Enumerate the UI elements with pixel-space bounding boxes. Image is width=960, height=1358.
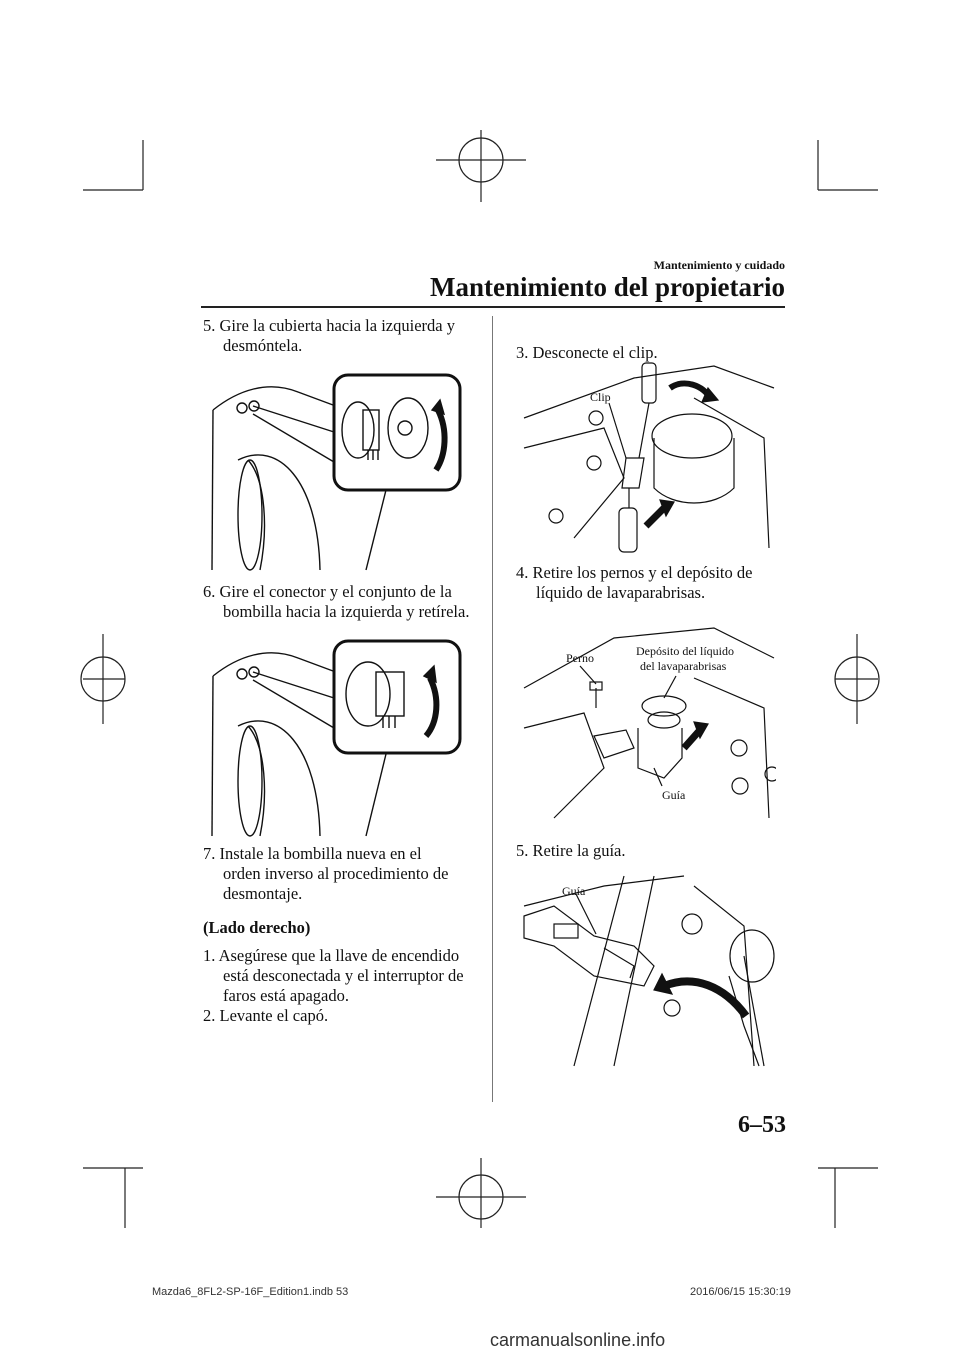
page-title: Mantenimiento del propietario [430, 272, 785, 302]
step-text: Retire los pernos y el depósito de [532, 563, 753, 582]
label-guia: Guía [662, 788, 686, 802]
step-number: 5. [203, 316, 216, 335]
figure-remove-guide [523, 875, 775, 1067]
figure-remove-bulb [211, 639, 462, 837]
header-rule [201, 306, 785, 308]
step-5-left: 5. Gire la cubierta hacia la izquierda y… [203, 316, 455, 356]
step-text: Gire la cubierta hacia la izquierda y [219, 316, 455, 335]
page-number: 6–53 [738, 1112, 786, 1138]
column-divider [492, 316, 493, 1102]
step-number: 5. [516, 841, 529, 860]
step-6-left: 6. Gire el conector y el conjunto de la … [203, 582, 469, 622]
step-text: Gire el conector y el conjunto de la [219, 582, 452, 601]
step-number: 2. [203, 1006, 216, 1025]
watermark: carmanualsonline.info [490, 1330, 666, 1350]
step-1-right-side: 1. Asegúrese que la llave de encendido e… [203, 946, 464, 1026]
step-number: 6. [203, 582, 216, 601]
step-5-right: 5. Retire la guía. [516, 841, 626, 861]
figure-remove-cover [211, 373, 462, 571]
step-number: 3. [516, 343, 529, 362]
label-clip: Clip [590, 390, 611, 404]
footer-filename: Mazda6_8FL2-SP-16F_Edition1.indb 53 [152, 1286, 349, 1298]
step-text: desmóntela. [223, 336, 303, 355]
step-text: Retire la guía. [532, 841, 626, 860]
step-text: Instale la bombilla nueva en el [219, 844, 422, 863]
step-text: bombilla hacia la izquierda y retírela. [223, 602, 470, 621]
step-text: está desconectada y el interruptor de [223, 966, 464, 985]
label-guia-2: Guía [562, 884, 586, 898]
step-7-left: 7. Instale la bombilla nueva en el orden… [203, 844, 448, 904]
step-text: Asegúrese que la llave de encendido [218, 946, 460, 965]
step-text: faros está apagado. [223, 986, 349, 1005]
footer-timestamp: 2016/06/15 15:30:19 [690, 1286, 791, 1298]
step-text: orden inverso al procedimiento de [223, 864, 449, 883]
step-text: Desconecte el clip. [532, 343, 658, 362]
step-text: Levante el capó. [219, 1006, 329, 1025]
label-deposito-line2: del lavaparabrisas [640, 659, 727, 673]
figure-disconnect-clip [523, 362, 775, 553]
label-deposito-line1: Depósito del líquido [636, 644, 734, 658]
label-perno: Perno [566, 651, 594, 665]
subheading-right-side: (Lado derecho) [203, 918, 311, 937]
step-number: 7. [203, 844, 216, 863]
section-label: Mantenimiento y cuidado [653, 258, 785, 272]
figure-remove-reservoir [523, 627, 776, 819]
step-number: 4. [516, 563, 529, 582]
step-3-right: 3. Desconecte el clip. [516, 343, 658, 363]
step-number: 1. [203, 946, 216, 965]
step-text: desmontaje. [223, 884, 303, 903]
step-text: líquido de lavaparabrisas. [536, 583, 706, 602]
step-4-right: 4. Retire los pernos y el depósito de lí… [516, 563, 752, 603]
